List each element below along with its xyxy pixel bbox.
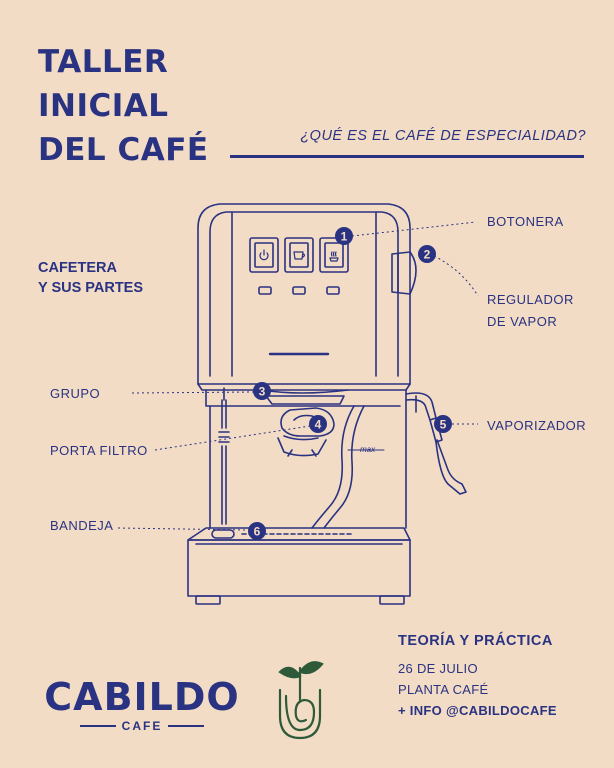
plant-logo-icon xyxy=(278,661,324,740)
marker-1-number: 1 xyxy=(341,230,348,244)
label-bandeja: BANDEJA xyxy=(50,518,114,533)
event-date: 26 DE JULIO xyxy=(398,661,478,676)
brand-name: CABILDO xyxy=(44,675,240,719)
button-frame-2 xyxy=(284,237,314,273)
title-line-1: TALLER xyxy=(38,44,169,80)
diagram-title: CAFETERA Y SUS PARTES xyxy=(38,258,143,298)
marker-5: 5 xyxy=(434,415,452,433)
button-frame-3 xyxy=(319,237,349,273)
label-vaporizador: VAPORIZADOR xyxy=(487,418,587,433)
marker-2: 2 xyxy=(418,245,436,263)
steam-wand xyxy=(405,392,467,495)
portafilter xyxy=(277,407,335,457)
header-rule xyxy=(230,155,584,158)
label-regulador-line-1: REGULADOR xyxy=(487,292,574,307)
machine-brand: max xyxy=(360,445,376,454)
cup-icon xyxy=(293,251,306,260)
machine-body xyxy=(197,203,411,385)
steam-knob xyxy=(391,251,417,295)
subtitle: ¿QUÉ ES EL CAFÉ DE ESPECIALIDAD? xyxy=(300,128,586,144)
marker-4-number: 4 xyxy=(315,418,322,432)
marker-1: 1 xyxy=(335,227,353,245)
title-line-2: INICIAL xyxy=(38,88,169,124)
drip-tray xyxy=(187,527,411,605)
indicator-light-3 xyxy=(326,286,340,295)
marker-6: 6 xyxy=(248,522,266,540)
marker-5-number: 5 xyxy=(440,418,447,432)
event-contact: + INFO @CABILDOCAFE xyxy=(398,703,557,718)
power-icon xyxy=(259,249,269,261)
label-regulador-de-vapor: REGULADOR DE VAPOR xyxy=(487,289,574,333)
label-regulador-line-2: DE VAPOR xyxy=(487,314,558,329)
event-info: TEORÍA Y PRÁCTICA 26 DE JULIO PLANTA CAF… xyxy=(398,633,557,721)
marker-4: 4 xyxy=(309,415,327,433)
label-botonera: BOTONERA xyxy=(487,214,564,229)
diagram-title-line-1: CAFETERA xyxy=(38,260,117,276)
brand-rule-left xyxy=(79,725,116,727)
indicator-light-1 xyxy=(258,286,272,295)
marker-3: 3 xyxy=(253,382,271,400)
group-head xyxy=(197,383,411,391)
leader-3 xyxy=(131,391,255,394)
leader-6 xyxy=(117,527,249,531)
label-grupo: GRUPO xyxy=(50,386,101,401)
marker-3-number: 3 xyxy=(259,385,266,399)
indicator-light-2 xyxy=(292,286,306,295)
leader-1 xyxy=(351,221,477,237)
event-heading: TEORÍA Y PRÁCTICA xyxy=(398,633,553,649)
cabildo-logo: CABILDO CAFE xyxy=(44,677,240,733)
event-title: TALLER INICIAL DEL CAFÉ xyxy=(38,40,209,172)
brand-sub-row: CAFE xyxy=(44,719,240,733)
diagram-title-line-2: Y SUS PARTES xyxy=(38,280,144,296)
marker-6-number: 6 xyxy=(254,525,261,539)
title-line-3: DEL CAFÉ xyxy=(38,132,209,168)
label-porta-filtro: PORTA FILTRO xyxy=(50,443,148,458)
brand-sub: CAFE xyxy=(121,719,163,733)
leader-2 xyxy=(433,255,479,297)
marker-2-number: 2 xyxy=(424,248,431,262)
button-frame-1 xyxy=(249,237,279,273)
event-place: PLANTA CAFÉ xyxy=(398,682,489,697)
steam-icon xyxy=(329,251,339,262)
leader-4 xyxy=(154,425,311,451)
brand-rule-right xyxy=(168,725,205,727)
